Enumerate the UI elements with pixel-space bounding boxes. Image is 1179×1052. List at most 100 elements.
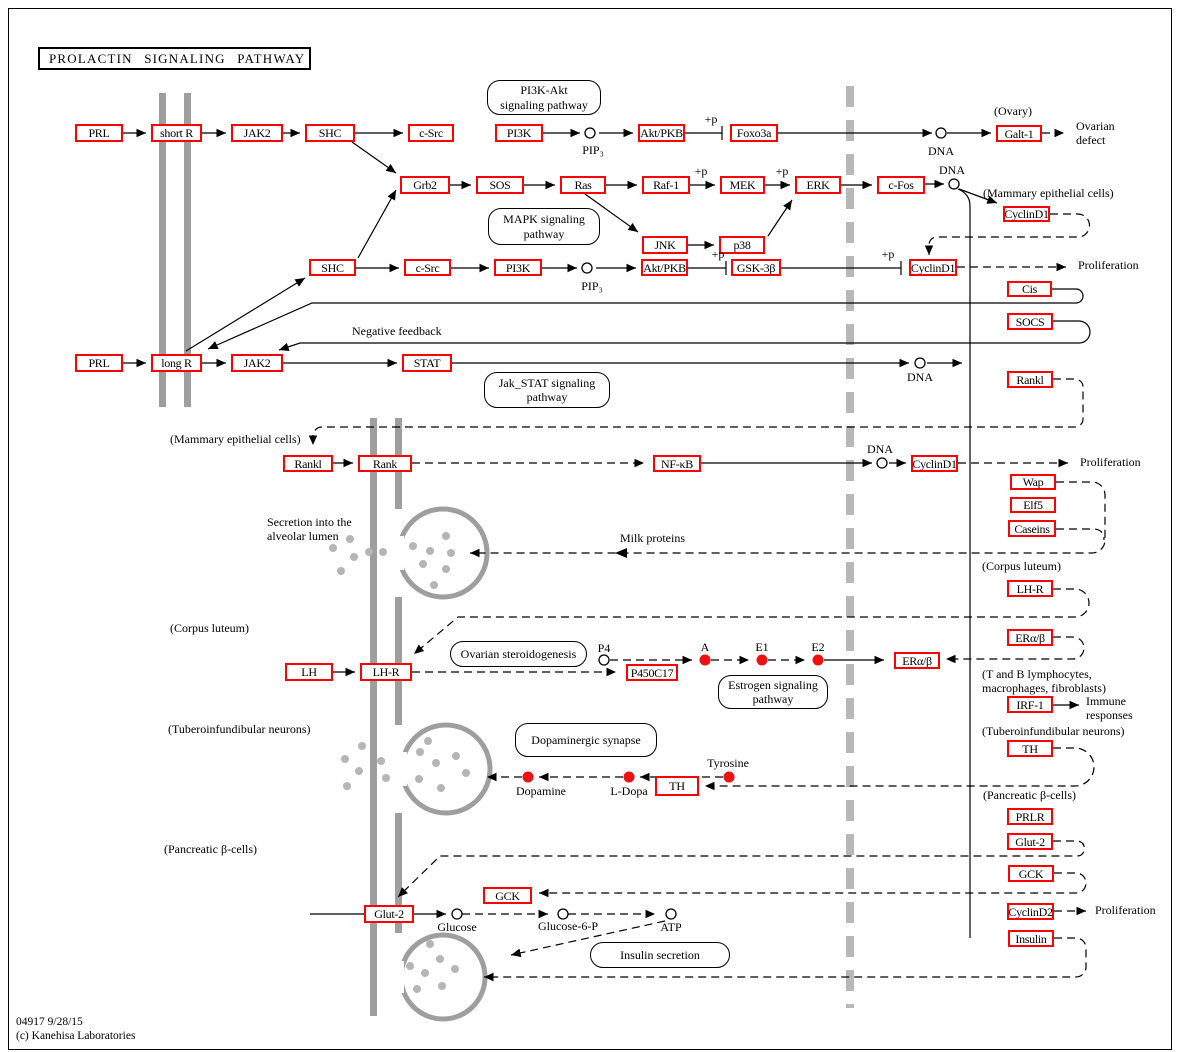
label-a: A [700,640,710,654]
gene-erk[interactable]: ERK [795,176,841,194]
label-corpus-left: (Corpus luteum) [170,621,249,635]
gene-p38[interactable]: p38 [719,236,765,254]
tyrosine-dot [723,771,735,783]
gene-lh[interactable]: LH [285,663,333,681]
gene-akt-1[interactable]: Akt/PKB [638,124,685,142]
label-proliferation-1: Proliferation [1078,258,1139,272]
gene-glut2-m[interactable]: Glut-2 [364,905,414,923]
label-dna-1: DNA [928,144,954,158]
pip3-circle-1 [584,127,596,139]
gene-erab-m[interactable]: ERα/β [894,652,940,669]
gene-jak2-1[interactable]: JAK2 [231,124,283,142]
gene-jnk[interactable]: JNK [642,236,688,254]
gene-csrc-2[interactable]: c-Src [404,259,451,276]
gene-cfos[interactable]: c-Fos [877,176,925,194]
pathway-ovarian-steroidogenesis[interactable]: Ovarian steroidogenesis [450,641,587,667]
label-tb-lymphocytes: (T and B lymphocytes, macrophages, fibro… [982,667,1106,695]
gene-jak2-2[interactable]: JAK2 [231,354,283,372]
pathway-jak-stat[interactable]: Jak_STAT signaling pathway [484,372,610,408]
gene-csrc-1[interactable]: c-Src [408,124,454,142]
gene-gck-r[interactable]: GCK [1008,865,1054,882]
pip3-circle-2 [581,262,593,274]
label-corpus-right: (Corpus luteum) [982,559,1061,573]
gene-sos[interactable]: SOS [476,176,524,194]
gene-akt-2[interactable]: Akt/PKB [641,259,688,276]
gene-gsk3b[interactable]: GSK-3β [731,259,781,276]
gene-cyclind2[interactable]: CyclinD2 [1007,903,1054,920]
gene-wap[interactable]: Wap [1010,474,1056,490]
title-box: PROLACTIN SIGNALING PATHWAY [38,47,311,70]
gene-insulin[interactable]: Insulin [1008,930,1054,947]
pathway-insulin-secretion[interactable]: Insulin secretion [590,942,730,968]
gene-ras[interactable]: Ras [560,176,606,194]
gene-cyclind1-a[interactable]: CyclinD1 [1003,206,1050,222]
label-e2: E2 [811,640,825,654]
label-plus-p-5: +p [881,247,895,261]
gene-cis[interactable]: Cis [1007,281,1052,297]
gene-glut2-r[interactable]: Glut-2 [1007,833,1053,850]
label-mammary-right: (Mammary epithelial cells) [983,186,1114,200]
dopamine-dot [522,771,534,783]
gene-lhr-r[interactable]: LH-R [1007,580,1053,597]
dna-circle-1 [935,127,947,139]
gene-th-m[interactable]: TH [655,776,699,796]
gene-cyclind1-b[interactable]: CyclinD1 [909,259,957,276]
label-plus-p-4: +p [711,247,725,261]
gene-p450c17[interactable]: P450C17 [626,664,678,681]
pathway-pi3k-akt[interactable]: PI3K-Akt signaling pathway [487,80,601,115]
compound-nodes[interactable] [451,127,960,920]
label-proliferation-2: Proliferation [1080,455,1141,469]
gene-pi3k-2[interactable]: PI3K [494,259,542,276]
dashed-signal-edges [308,128,1106,982]
gene-elf5[interactable]: Elf5 [1010,497,1056,513]
secretory-vesicles [329,506,493,1022]
l-dopa-dot [623,771,635,783]
compound-e1-dot [756,654,768,666]
label-proliferation-3: Proliferation [1095,903,1156,917]
gene-galt1[interactable]: Galt-1 [996,125,1042,142]
gene-prlr[interactable]: PRLR [1007,808,1053,825]
gene-long-r[interactable]: long R [151,354,202,372]
gene-rank[interactable]: Rank [358,455,412,472]
gene-prl-1[interactable]: PRL [75,124,123,142]
gene-rankl-r[interactable]: Rankl [1007,371,1053,388]
gene-shc-2[interactable]: SHC [309,259,356,276]
gene-erab-r[interactable]: ERα/β [1007,629,1053,646]
gene-pi3k-1[interactable]: PI3K [495,124,543,142]
pathway-mapk[interactable]: MAPK signaling pathway [488,208,600,245]
gene-lhr-m[interactable]: LH-R [360,663,412,681]
footer-map-id: 04917 9/28/15 [16,1016,83,1028]
gene-th-r[interactable]: TH [1007,740,1053,757]
glucose-6-p-circle [557,908,569,920]
label-pancreatic-left: (Pancreatic β-cells) [164,842,258,856]
gene-gck-m[interactable]: GCK [483,887,532,904]
gene-stat[interactable]: STAT [402,354,452,372]
gene-nfkb[interactable]: NF-κB [653,455,701,472]
label-glucose: Glucose [437,920,477,934]
gene-mek[interactable]: MEK [720,176,765,194]
gene-short-r[interactable]: short R [151,124,202,142]
label-dna-2: DNA [939,163,965,177]
footer-copyright: (c) Kanehisa Laboratories [16,1030,136,1042]
gene-shc-1[interactable]: SHC [305,124,355,142]
glucose-circle [451,908,463,920]
label-p4: P4 [597,641,611,655]
gene-cyclind1-c[interactable]: CyclinD1 [911,455,958,472]
label-tyrosine: Tyrosine [707,756,749,770]
gene-foxo3a[interactable]: Foxo3a [730,124,778,142]
gene-caseins[interactable]: Caseins [1008,520,1056,537]
gene-socs[interactable]: SOCS [1007,313,1053,330]
gene-grb2[interactable]: Grb2 [400,176,450,194]
label-mammary-left: (Mammary epithelial cells) [170,432,301,446]
label-tuber-left: (Tuberoinfundibular neurons) [168,722,311,736]
pathway-estrogen[interactable]: Estrogen signaling pathway [718,675,828,709]
label-e1: E1 [755,640,769,654]
label-pip3-1: PIP₃ [582,143,604,157]
gene-raf1[interactable]: Raf-1 [642,176,690,194]
gene-prl-2[interactable]: PRL [75,354,123,372]
gene-irf1[interactable]: IRF-1 [1007,696,1053,713]
gene-rankl-m[interactable]: Rankl [283,455,333,472]
pathway-dopaminergic-synapse[interactable]: Dopaminergic synapse [515,723,657,757]
label-ovary: (Ovary) [994,104,1032,118]
